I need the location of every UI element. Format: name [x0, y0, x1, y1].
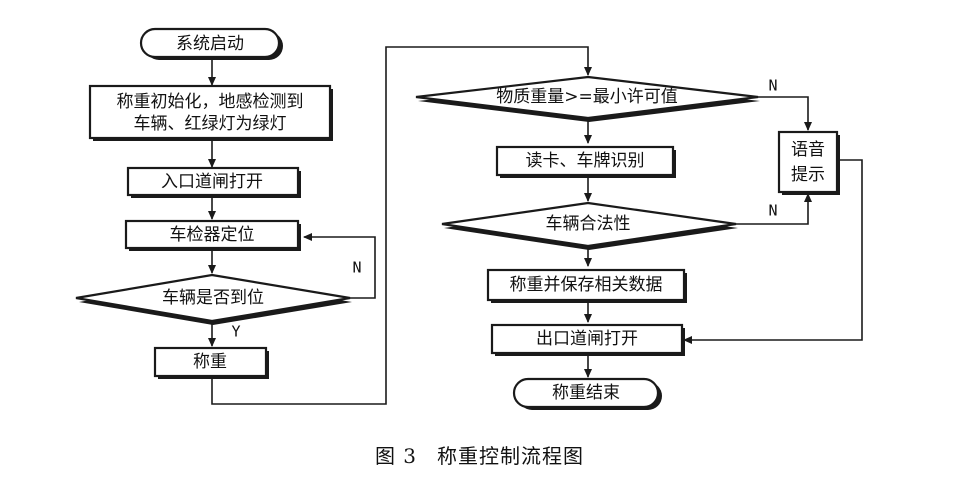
node-init: 称重初始化，地感检测到 车辆、红绿灯为绿灯	[88, 84, 333, 141]
save-data-label: 称重并保存相关数据	[510, 275, 663, 295]
end-label: 称重结束	[552, 383, 620, 403]
voice-label-line2: 提示	[791, 165, 825, 185]
figure-caption: 图 3 称重控制流程图	[0, 440, 959, 469]
node-weigh: 称重	[153, 346, 269, 379]
node-entry-gate: 入口道闸打开	[126, 166, 301, 198]
figure-number: 图 3	[374, 444, 418, 468]
weight-no-label: N	[768, 77, 777, 95]
decision-vehicle-in-place: 车辆是否到位	[75, 273, 352, 325]
figure-title: 称重控制流程图	[437, 444, 585, 468]
detector-label: 车检器定位	[170, 225, 255, 245]
exit-gate-label: 出口道闸打开	[536, 329, 638, 349]
node-read-card: 读卡、车牌识别	[495, 145, 676, 178]
init-label-line2: 车辆、红绿灯为绿灯	[134, 114, 287, 134]
start-label: 系统启动	[176, 34, 244, 54]
node-end: 称重结束	[512, 377, 662, 410]
entry-gate-label: 入口道闸打开	[161, 172, 263, 192]
vehicle-in-place-label: 车辆是否到位	[162, 288, 264, 308]
node-save-data: 称重并保存相关数据	[486, 268, 687, 303]
edge-voice-exit-gate	[683, 159, 863, 344]
edges	[208, 46, 863, 405]
edge-valid-no-voice	[736, 193, 812, 225]
in-place-no-label: N	[352, 259, 361, 277]
edge-in-place-no-loop	[303, 233, 376, 299]
valid-no-label: N	[768, 202, 777, 220]
node-voice-prompt: 语音 提示	[777, 130, 840, 195]
weight-check-label: 物质重量>=最小许可值	[496, 87, 678, 107]
voice-label-line1: 语音	[791, 140, 825, 160]
read-card-label: 读卡、车牌识别	[526, 151, 645, 171]
vehicle-valid-label: 车辆合法性	[546, 214, 631, 234]
weigh-label: 称重	[193, 352, 227, 372]
node-start: 系统启动	[139, 27, 283, 60]
edge-weight-no-voice	[758, 96, 812, 131]
node-exit-gate: 出口道闸打开	[490, 323, 685, 356]
edge-weigh-to-right-column	[211, 46, 592, 405]
node-detector: 车检器定位	[124, 219, 301, 251]
in-place-yes-label: Y	[231, 323, 240, 341]
init-label-line1: 称重初始化，地感检测到	[117, 92, 304, 112]
decision-weight-check: 物质重量>=最小许可值	[415, 75, 760, 122]
decision-vehicle-valid: 车辆合法性	[441, 201, 738, 250]
